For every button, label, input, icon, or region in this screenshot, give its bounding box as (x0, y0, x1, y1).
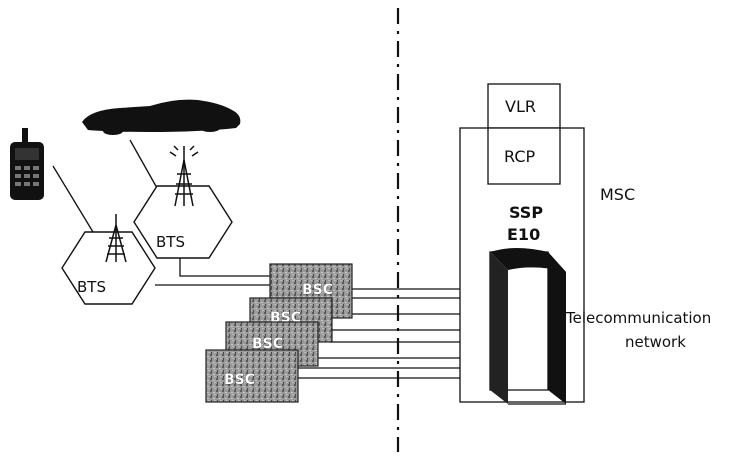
msc-label: MSC (600, 185, 635, 204)
bts-label-right: BTS (156, 233, 185, 251)
e10-label: E10 (507, 225, 540, 244)
bts-label-left: BTS (77, 278, 106, 296)
car-radio-link (130, 140, 157, 188)
telecom-network-label-line1: Telecommunication (565, 309, 711, 327)
telecom-network-label-line2: network (625, 333, 686, 351)
bts-bsc-link (180, 258, 272, 276)
ssp-label: SSP (509, 203, 543, 222)
switch-cabinet-icon (490, 248, 566, 404)
mobile-phone-icon (10, 128, 44, 200)
car-icon (82, 100, 240, 135)
bts-cell-left (62, 232, 155, 304)
bsc-label: BSC (302, 282, 333, 298)
vlr-label: VLR (505, 97, 536, 116)
bsc-label: BSC (224, 372, 255, 388)
phone-radio-link (53, 166, 93, 232)
rcp-label: RCP (504, 147, 535, 166)
